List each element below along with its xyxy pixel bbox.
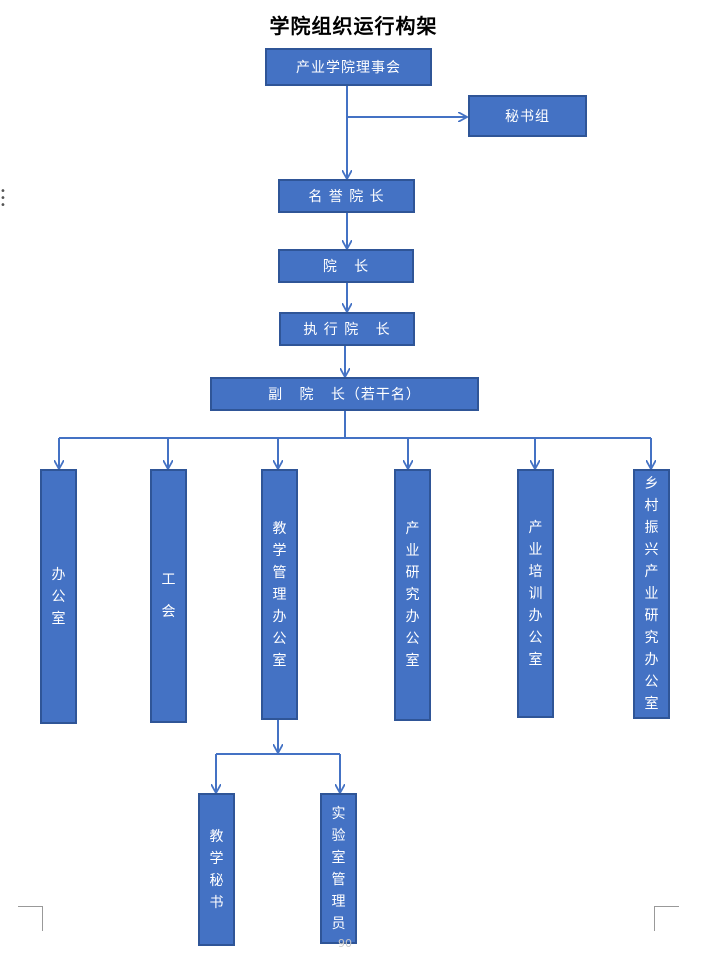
node-char: 工 bbox=[161, 572, 176, 588]
node-char: 公 bbox=[528, 629, 543, 646]
node-char: 验 bbox=[331, 827, 346, 844]
node-char: 实 bbox=[331, 805, 346, 822]
node-char: 公 bbox=[51, 588, 66, 605]
node-char: 办 bbox=[644, 652, 659, 668]
node-union: 工会 bbox=[150, 469, 187, 723]
node-char: 业 bbox=[644, 586, 659, 602]
node-char: 究 bbox=[405, 587, 420, 603]
node-char: 办 bbox=[528, 607, 543, 624]
node-char: 公 bbox=[272, 630, 287, 647]
node-char: 会 bbox=[161, 604, 176, 620]
node-char: 教 bbox=[272, 520, 287, 537]
page-number: 90 bbox=[338, 937, 352, 950]
node-char: 室 bbox=[405, 653, 420, 669]
node-rural-office: 乡村振兴产业研究办公室 bbox=[633, 469, 670, 719]
page-corner-left bbox=[18, 906, 43, 931]
node-vice-dean: 副 院 长（若干名） bbox=[210, 377, 479, 411]
node-char: 公 bbox=[405, 631, 420, 647]
page-corner-right bbox=[654, 906, 679, 931]
node-office: 办公室 bbox=[40, 469, 77, 724]
node-honorary-dean: 名 誉 院 长 bbox=[278, 179, 415, 213]
node-char: 村 bbox=[644, 498, 659, 514]
node-char: 乡 bbox=[644, 476, 659, 492]
node-char: 理 bbox=[331, 893, 346, 910]
node-lab-manager: 实验室管理员 bbox=[320, 793, 357, 944]
node-char: 员 bbox=[331, 915, 346, 932]
node-executive-dean: 执 行 院 长 bbox=[279, 312, 415, 346]
node-char: 学 bbox=[209, 850, 224, 867]
diagram-title: 学院组织运行构架 bbox=[269, 14, 438, 38]
node-char: 振 bbox=[644, 520, 659, 536]
node-char: 理 bbox=[272, 586, 287, 603]
node-char: 办 bbox=[405, 609, 420, 625]
node-char: 教 bbox=[209, 828, 224, 845]
node-char: 室 bbox=[331, 849, 346, 866]
node-char: 管 bbox=[272, 564, 287, 581]
node-char: 办 bbox=[272, 608, 287, 625]
node-char: 产 bbox=[644, 564, 659, 580]
node-char: 业 bbox=[405, 543, 420, 559]
node-char: 书 bbox=[209, 894, 224, 911]
node-secretary-group: 秘书组 bbox=[468, 95, 587, 137]
node-char: 管 bbox=[331, 871, 346, 888]
drag-handle-icon[interactable]: ••• bbox=[0, 186, 6, 211]
node-char: 学 bbox=[272, 542, 287, 559]
node-char: 究 bbox=[644, 630, 659, 646]
node-char: 业 bbox=[528, 541, 543, 558]
node-teaching-secretary: 教学秘书 bbox=[198, 793, 235, 946]
node-char: 研 bbox=[405, 565, 420, 581]
node-char: 兴 bbox=[644, 542, 659, 558]
node-char: 室 bbox=[528, 651, 543, 668]
node-char: 室 bbox=[644, 696, 659, 712]
node-char: 办 bbox=[51, 566, 66, 583]
node-char: 室 bbox=[272, 652, 287, 669]
node-research-office: 产业研究办公室 bbox=[394, 469, 431, 721]
node-char: 产 bbox=[528, 519, 543, 536]
node-char: 公 bbox=[644, 674, 659, 690]
node-char: 培 bbox=[528, 563, 543, 580]
node-teaching-office: 教学管理办公室 bbox=[261, 469, 298, 720]
node-char: 研 bbox=[644, 608, 659, 624]
node-dean: 院 长 bbox=[278, 249, 414, 283]
node-council: 产业学院理事会 bbox=[265, 48, 432, 86]
node-training-office: 产业培训办公室 bbox=[517, 469, 554, 718]
node-char: 产 bbox=[405, 521, 420, 537]
node-char: 秘 bbox=[209, 872, 224, 889]
node-char: 室 bbox=[51, 610, 66, 627]
node-char: 训 bbox=[528, 585, 543, 602]
